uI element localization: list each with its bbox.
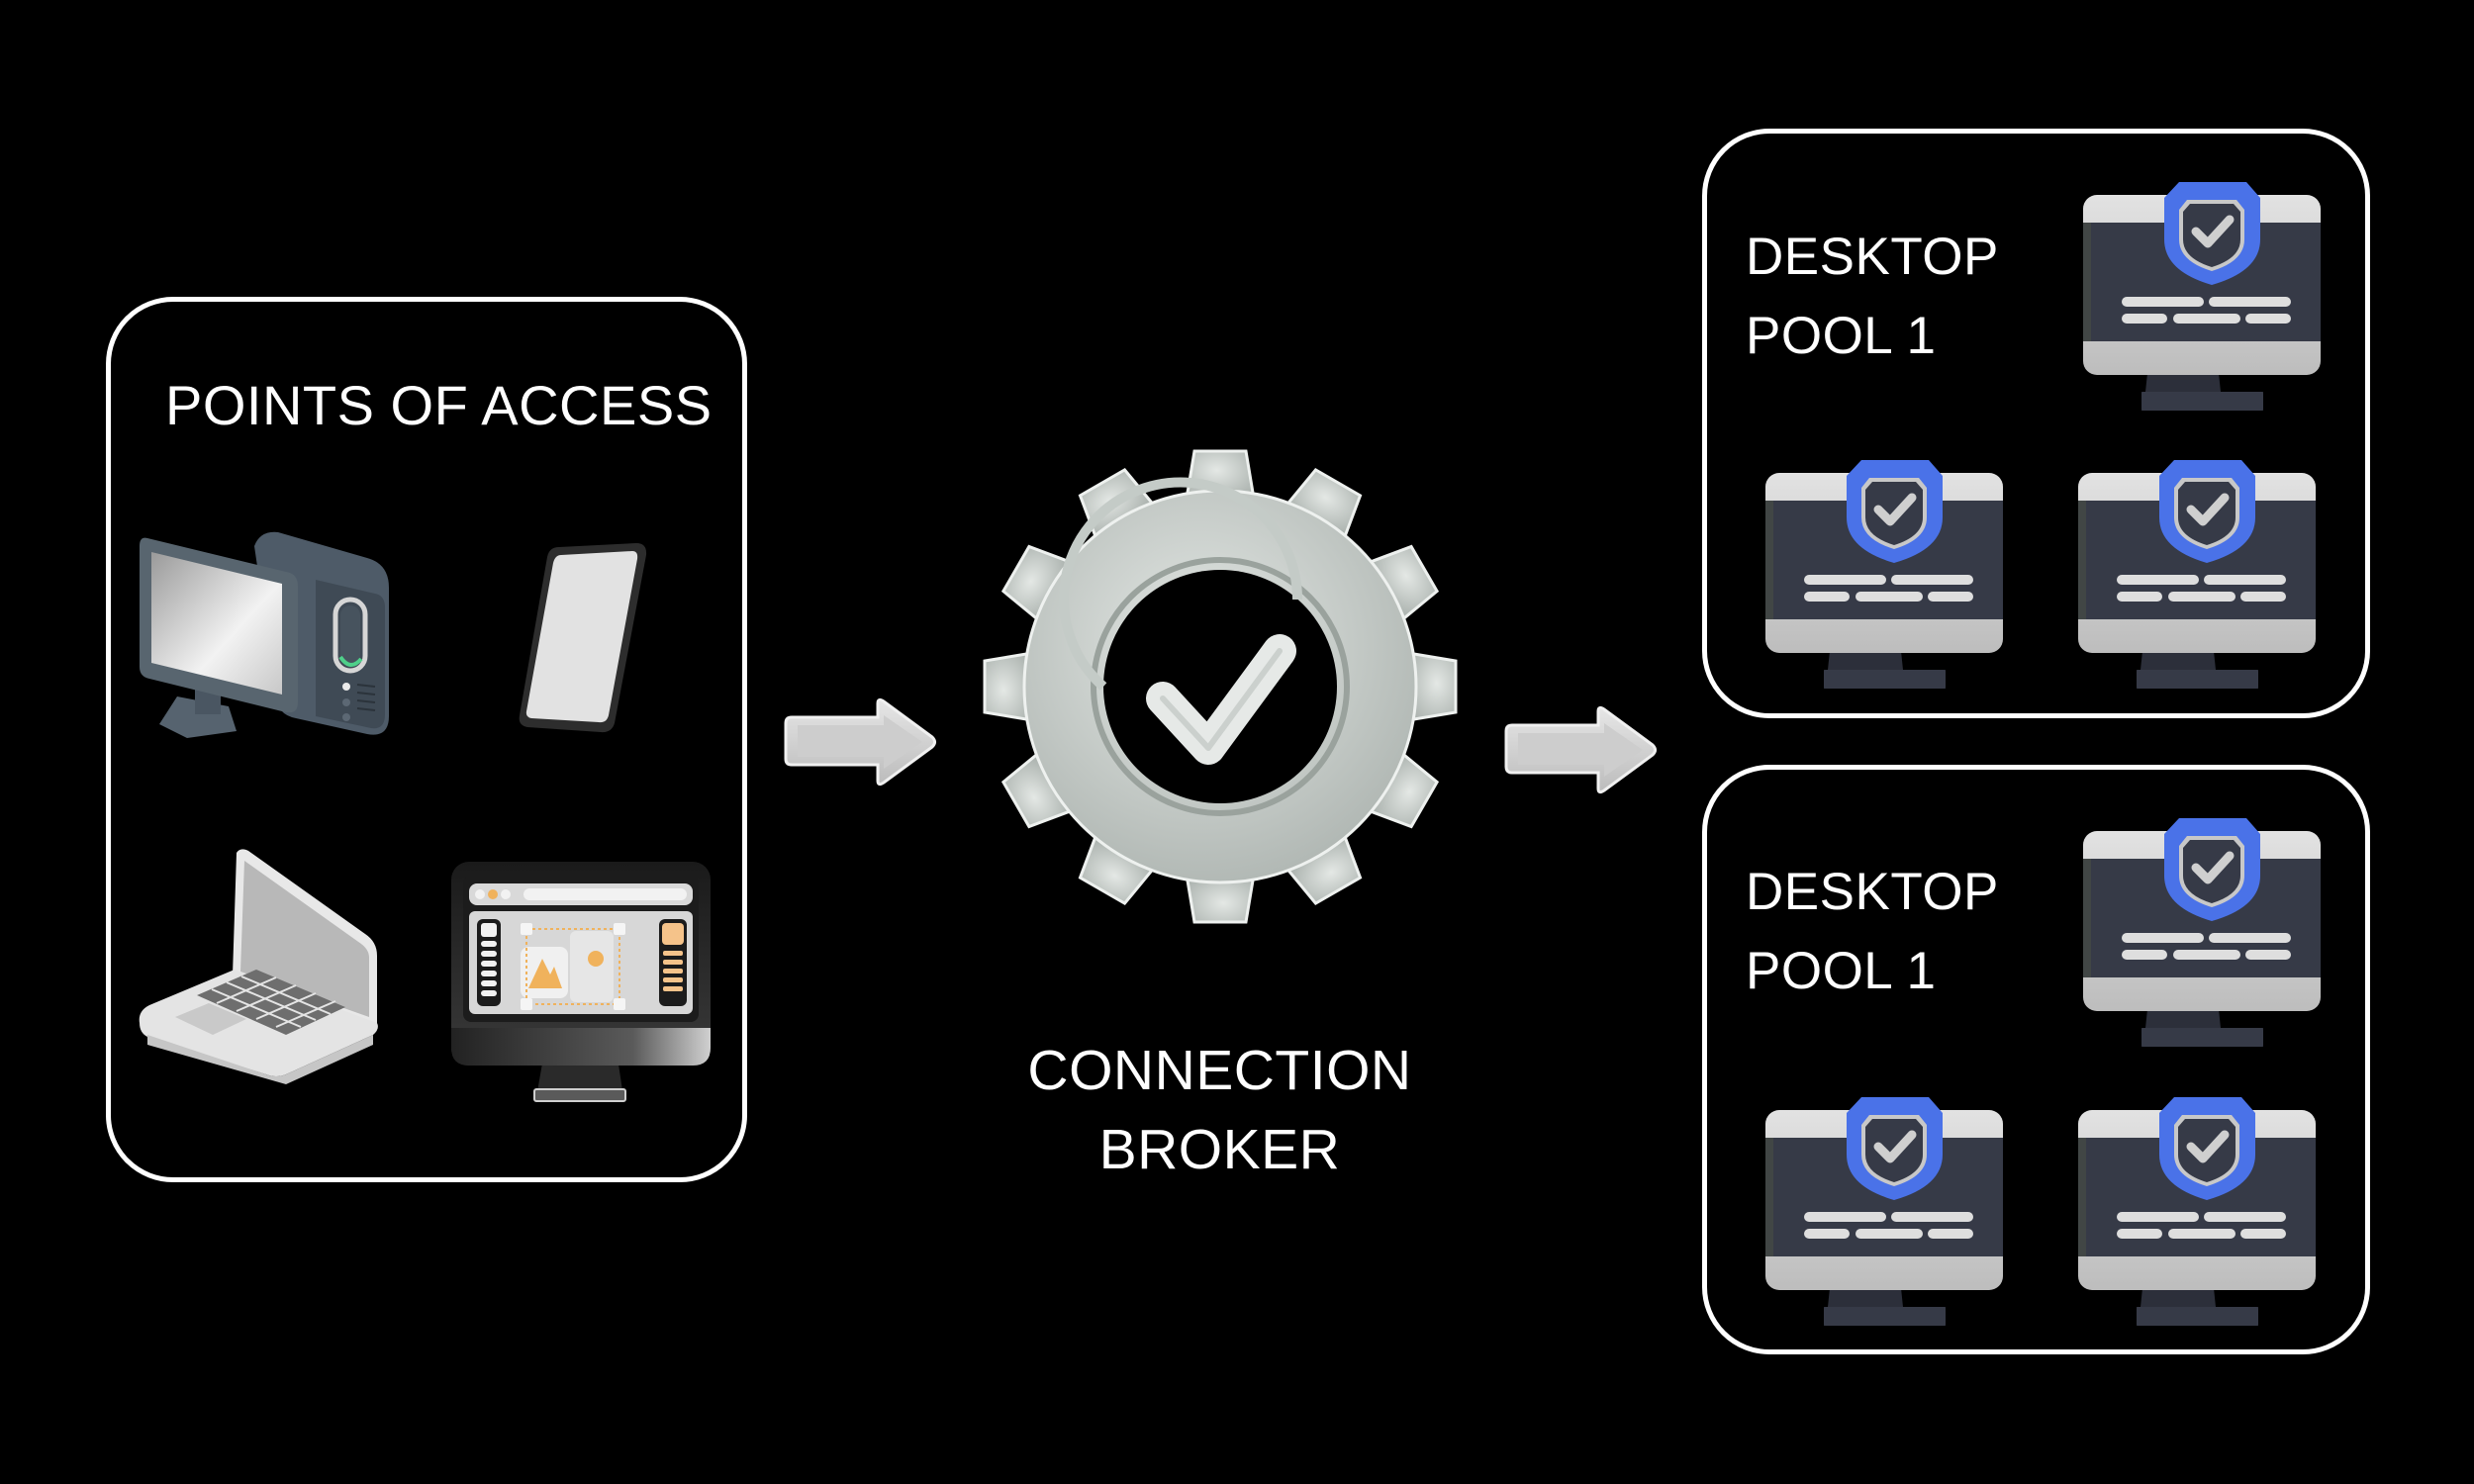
connection-broker-label: CONNECTION BROKER bbox=[1019, 1031, 1420, 1189]
desktop-pool-panel bbox=[1702, 765, 2370, 1354]
points-of-access-title: POINTS OF ACCESS bbox=[165, 374, 713, 436]
smartphone-icon bbox=[516, 541, 647, 733]
connection-broker-line1: CONNECTION bbox=[1027, 1039, 1412, 1102]
imac-design-app-icon bbox=[449, 860, 713, 1109]
desktop-pool-label: DESKTOP POOL 1 bbox=[1746, 218, 1999, 376]
secure-monitor-icon bbox=[2075, 458, 2318, 691]
laptop-icon bbox=[138, 847, 380, 1084]
arrow-right-icon bbox=[1504, 705, 1658, 794]
secure-monitor-icon bbox=[2075, 1095, 2318, 1328]
secure-monitor-icon bbox=[2080, 816, 2323, 1049]
desktop-pool-line2: POOL 1 bbox=[1746, 307, 1937, 365]
secure-monitor-icon bbox=[1762, 458, 2005, 691]
desktop-pool-line1: DESKTOP bbox=[1746, 863, 1999, 921]
secure-monitor-icon bbox=[1762, 1095, 2005, 1328]
arrow-right-icon bbox=[784, 697, 937, 787]
desktop-pool-line2: POOL 1 bbox=[1746, 942, 1937, 1000]
desktop-pool-label: DESKTOP POOL 1 bbox=[1746, 853, 1999, 1011]
desktop-tower-icon bbox=[138, 528, 391, 742]
points-of-access-panel bbox=[106, 297, 747, 1182]
desktop-pool-panel bbox=[1702, 129, 2370, 718]
gear-check-icon bbox=[980, 448, 1461, 925]
secure-monitor-icon bbox=[2080, 180, 2323, 413]
desktop-pool-line1: DESKTOP bbox=[1746, 228, 1999, 286]
connection-broker-line2: BROKER bbox=[1098, 1118, 1341, 1181]
